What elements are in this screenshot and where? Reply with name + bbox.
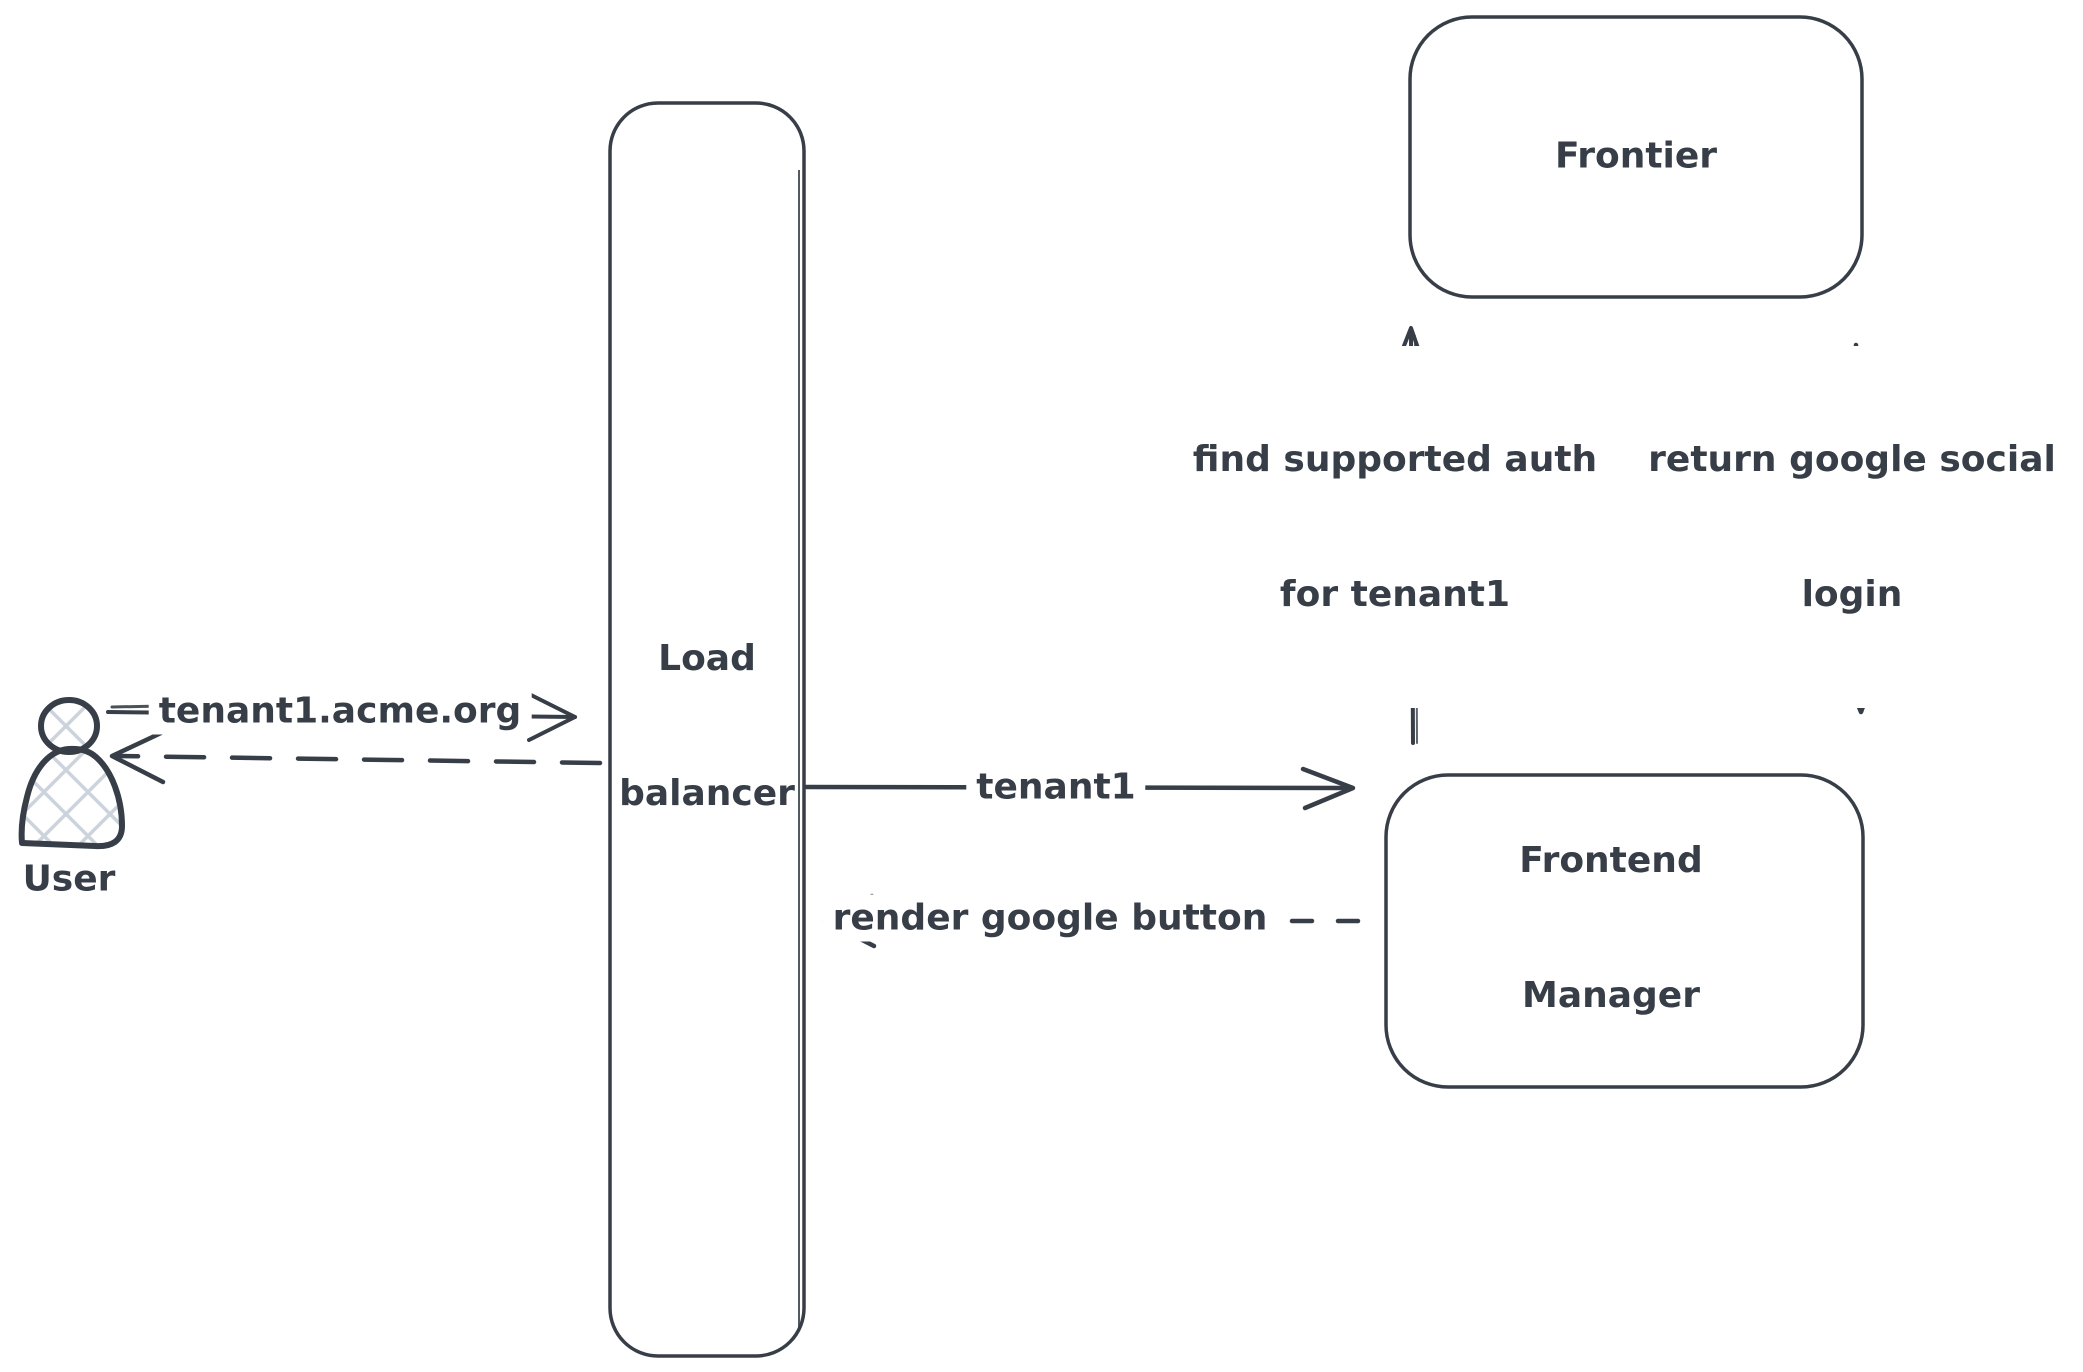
arrow-label-tenant1: tenant1 [966, 763, 1146, 811]
load-balancer-node [608, 101, 806, 1358]
arrow-label-find-supported-auth-line1: find supported auth [1192, 439, 1598, 480]
load-balancer-label-line1: Load [658, 638, 756, 679]
arrowhead-right [525, 691, 577, 742]
person-body [18, 745, 125, 850]
frontend-manager-label: Frontend Manager [1519, 748, 1702, 1108]
arrowhead-left [109, 730, 166, 785]
frontier-node [1408, 15, 1864, 299]
arrow-label-return-google-social-login-line2: login [1801, 574, 1903, 615]
arrow-label-find-supported-auth: find supported auth for tenant1 [1182, 346, 1608, 708]
frontend-manager-node [1384, 773, 1865, 1089]
arrow-load-balancer-to-user [109, 730, 603, 785]
arrow-label-return-google-social-login-line1: return google social [1648, 439, 2056, 480]
load-balancer-label: Load balancer [619, 546, 795, 906]
person-icon [18, 697, 125, 850]
arrow-label-render-google-button: render google button [822, 894, 1278, 942]
arrow-label-find-supported-auth-line2: for tenant1 [1279, 574, 1511, 615]
arrow-label-tenant1-acme-org: tenant1.acme.org [148, 687, 532, 735]
arrow-label-return-google-social-login: return google social login [1638, 346, 2066, 708]
person-head [38, 697, 100, 755]
arrowhead-right [1300, 766, 1356, 811]
frontier-label: Frontier [1554, 135, 1718, 177]
load-balancer-label-line2: balancer [619, 773, 795, 814]
user-label: User [22, 858, 116, 900]
frontend-manager-label-line2: Manager [1522, 975, 1700, 1016]
frontend-manager-label-line1: Frontend [1519, 840, 1703, 881]
